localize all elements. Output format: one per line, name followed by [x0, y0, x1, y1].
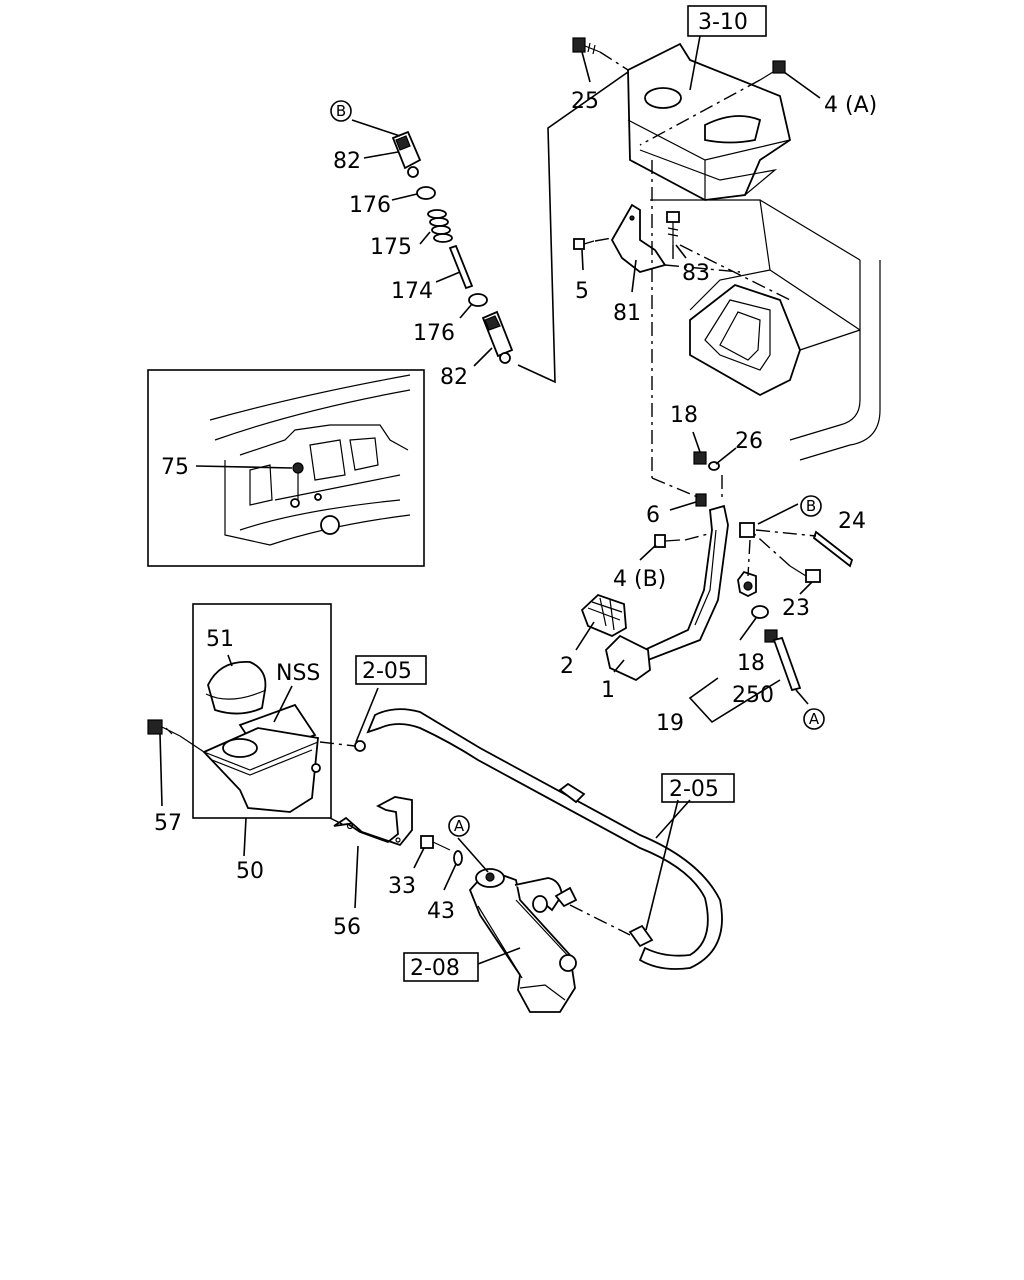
bolt-33-washer-43 [420, 835, 463, 866]
label-nss: NSS [276, 661, 320, 686]
label-57: 57 [154, 811, 182, 836]
label-83: 83 [682, 261, 710, 286]
ref-box-label: 2-05 [669, 777, 719, 802]
switch-82-lower [481, 310, 514, 364]
clutch-hose [354, 708, 723, 970]
label-82-upper: 82 [333, 149, 361, 174]
label-81: 81 [613, 301, 641, 326]
label-25: 25 [571, 89, 599, 114]
label-18-lower: 18 [737, 651, 765, 676]
label-250: 250 [732, 683, 774, 708]
bolt-25 [572, 37, 601, 55]
label-5: 5 [575, 279, 589, 304]
bolt-83 [666, 211, 680, 245]
label-23: 23 [782, 596, 810, 621]
washer-176-lower [468, 293, 488, 307]
circle-ref-b-lower: B [800, 495, 822, 517]
circle-ref-a-left: A [448, 815, 470, 837]
washer-176-upper [416, 186, 436, 200]
label-24: 24 [838, 509, 866, 534]
pedal-bracket-assembly [627, 42, 881, 461]
ref-box-2-05-lower: 2-05 [661, 773, 735, 803]
circle-ref-label: B [336, 102, 346, 120]
circle-ref-a-right: A [803, 708, 825, 730]
ref-box-label: 2-08 [410, 956, 460, 981]
part-labels: 25 4 (A) 82 176 175 174 176 82 5 81 83 7… [154, 89, 877, 940]
label-33: 33 [388, 874, 416, 899]
circle-ref-b-upper: B [330, 100, 352, 122]
leader-lines [159, 35, 821, 965]
label-4a: 4 (A) [824, 93, 877, 118]
ref-box-3-10: 3-10 [687, 5, 767, 37]
reservoir-assembly [147, 603, 332, 819]
label-2: 2 [560, 654, 574, 679]
label-174: 174 [391, 279, 433, 304]
clutch-master-cylinder [468, 868, 578, 1013]
inset-detail-75 [147, 369, 425, 567]
label-51: 51 [206, 627, 234, 652]
label-4b: 4 (B) [613, 567, 666, 592]
ref-box-2-05-upper: 2-05 [355, 655, 427, 685]
nut-4a [759, 60, 786, 81]
ref-box-label: 2-05 [362, 659, 412, 684]
label-19: 19 [656, 711, 684, 736]
rod-174 [448, 244, 474, 290]
ref-box-2-08: 2-08 [403, 952, 479, 982]
label-56: 56 [333, 915, 361, 940]
label-82-lower: 82 [440, 365, 468, 390]
spring-175 [427, 209, 453, 243]
label-176-lower: 176 [413, 321, 455, 346]
label-6: 6 [646, 503, 660, 528]
ref-box-label: 3-10 [698, 10, 748, 35]
circle-ref-label: A [809, 710, 820, 728]
label-18-upper: 18 [670, 403, 698, 428]
label-1: 1 [601, 678, 615, 703]
switch-82-upper [391, 130, 422, 178]
clutch-pedal [580, 451, 854, 692]
screw-5 [573, 238, 595, 250]
circle-ref-label: B [806, 497, 816, 515]
label-176-upper: 176 [349, 193, 391, 218]
bracket-81 [610, 203, 667, 273]
bracket-56 [333, 796, 413, 847]
label-26: 26 [735, 429, 763, 454]
label-50: 50 [236, 859, 264, 884]
label-75: 75 [161, 455, 189, 480]
label-175: 175 [370, 235, 412, 260]
label-43: 43 [427, 899, 455, 924]
circle-ref-label: A [454, 817, 465, 835]
